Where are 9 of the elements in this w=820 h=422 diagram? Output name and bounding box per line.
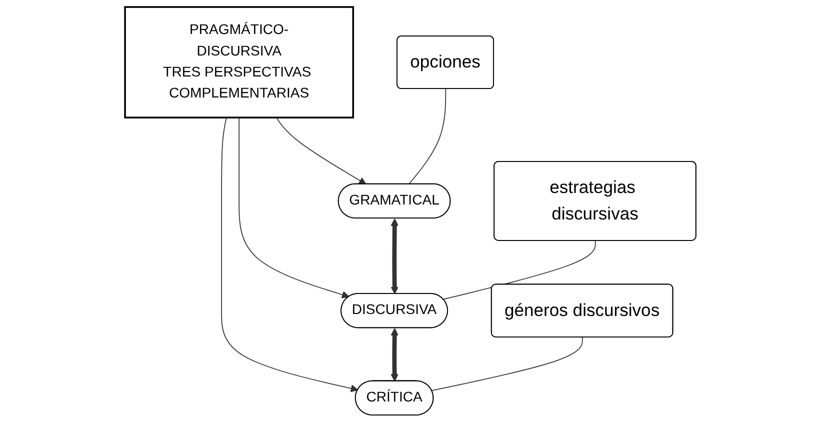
arrow xyxy=(390,328,398,382)
connector xyxy=(430,336,582,392)
arrow xyxy=(390,218,398,294)
node-box: PRAGMÁTICO-DISCURSIVA TRES PERSPECTIVAS COMPLEMENTARIAS xyxy=(124,6,354,118)
arrow xyxy=(220,117,358,392)
connector xyxy=(442,240,596,300)
connector xyxy=(408,88,446,185)
arrow xyxy=(275,117,366,185)
arrow xyxy=(238,117,349,298)
